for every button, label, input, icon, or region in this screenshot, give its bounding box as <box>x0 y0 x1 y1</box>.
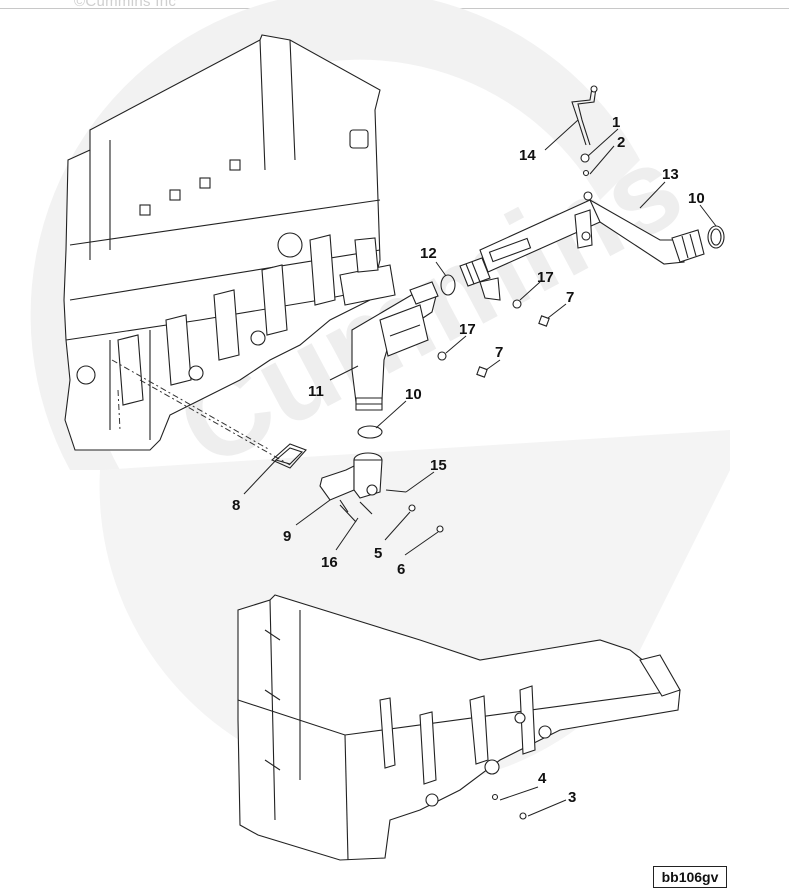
callout-3: 3 <box>568 789 576 806</box>
callout-17-upper: 17 <box>537 269 554 286</box>
callout-10-lower: 10 <box>405 386 422 403</box>
callout-8: 8 <box>232 497 240 514</box>
callout-2: 2 <box>617 134 625 151</box>
callout-11: 11 <box>308 383 324 400</box>
callout-10-upper: 10 <box>688 190 705 207</box>
callout-17-lower: 17 <box>459 321 476 338</box>
callouts: 1 2 3 4 5 6 7 7 8 9 10 10 11 12 13 14 15… <box>232 114 705 806</box>
callout-7-lower: 7 <box>495 344 503 361</box>
seal-ring-12 <box>440 274 456 296</box>
seal-ring-10-lower <box>357 425 383 439</box>
elbow-tube-11 <box>351 281 439 411</box>
callout-9: 9 <box>283 528 291 545</box>
copyright-text: ©Cummins Inc <box>74 0 177 10</box>
coolant-tube-13 <box>479 153 705 301</box>
callout-6: 6 <box>397 561 405 578</box>
callout-12: 12 <box>420 245 437 262</box>
water-inlet-connection-9 <box>319 452 383 523</box>
small-tube-14 <box>571 85 598 146</box>
lower-engine-block <box>237 594 681 861</box>
diagram-code-label: bb106gv <box>653 866 727 888</box>
upper-engine-block <box>63 34 396 466</box>
callout-7-upper: 7 <box>566 289 574 306</box>
leader-lines <box>243 119 717 817</box>
gasket-8 <box>270 443 307 469</box>
callout-5: 5 <box>374 545 382 562</box>
callout-4: 4 <box>538 770 547 787</box>
callout-14: 14 <box>519 147 536 164</box>
callout-1: 1 <box>612 114 620 131</box>
callout-13: 13 <box>662 166 679 183</box>
callout-15: 15 <box>430 457 447 474</box>
callout-16: 16 <box>321 554 338 571</box>
